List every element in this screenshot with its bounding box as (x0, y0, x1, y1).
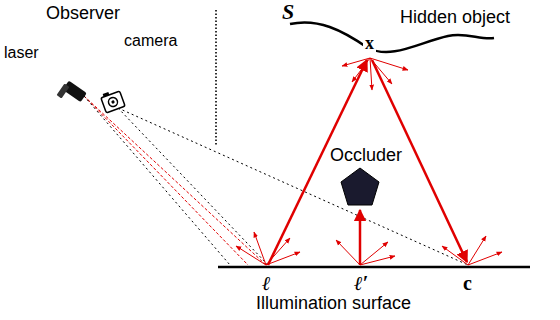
point-label: x (363, 34, 376, 54)
sight-line (118, 108, 268, 265)
occluder-label: Occluder (328, 146, 404, 166)
laser-icon (57, 81, 87, 103)
point-label: ℓ′ (354, 272, 368, 294)
laser-beam (84, 96, 248, 265)
surface-label: Illumination surface (256, 294, 411, 314)
sight-line (84, 96, 230, 265)
object-label: Hidden object (400, 8, 510, 28)
device-label: laser (4, 44, 39, 62)
device-label: camera (124, 32, 177, 50)
laser-beam (84, 96, 266, 265)
occluder-shape (341, 168, 379, 205)
observer-label: Observer (46, 4, 120, 24)
illumination-surface (218, 266, 530, 269)
camera-icon (100, 88, 125, 113)
point-label: c (463, 272, 472, 294)
sight-line (118, 108, 468, 265)
wall-edge (215, 10, 217, 145)
point-label: ℓ (262, 272, 271, 294)
scatter-arrows (236, 58, 502, 265)
surface-symbol: S (282, 0, 294, 24)
light-path (359, 210, 362, 265)
